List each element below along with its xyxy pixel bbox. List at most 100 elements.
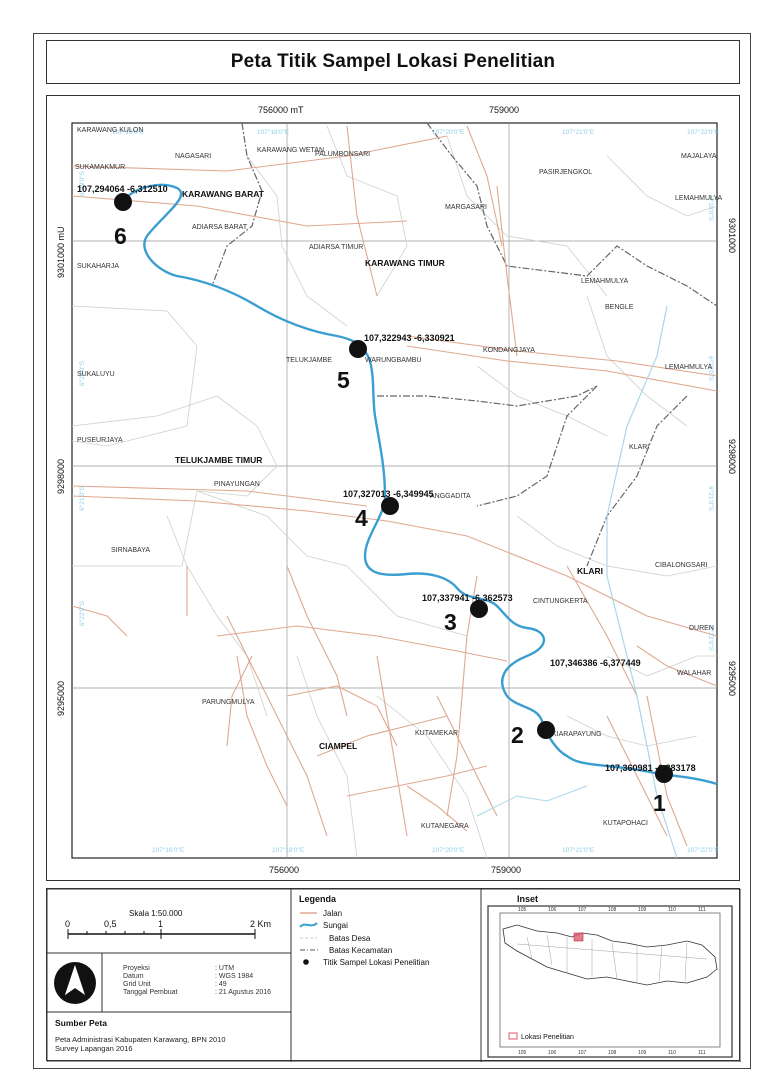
graticule-label: 107°20'0"E xyxy=(432,846,465,854)
grid-label-top: 756000 mT xyxy=(258,105,304,115)
source-line: Peta Administrasi Kabupaten Karawang, BP… xyxy=(55,1035,226,1044)
village-label: DUREN xyxy=(689,625,714,632)
utm-tick-labels: 756000 mT 759000 756000 759000 9301000 m… xyxy=(56,105,737,875)
village-label: SUKALUYU xyxy=(77,371,115,378)
graticule-label: 6°21'0"S xyxy=(707,486,715,512)
map-title: Peta Titik Sampel Lokasi Penelitian xyxy=(230,51,556,72)
inset-tick: 110 xyxy=(668,907,676,913)
graticule-label: 6°20'0"S xyxy=(78,360,86,386)
inset-legend-swatch xyxy=(508,1032,518,1040)
scale-tick-label: 0 xyxy=(65,919,70,929)
projection-value: : UTM xyxy=(215,965,234,972)
sample-marker xyxy=(655,765,673,783)
projection-info: Proyeksi : UTM Datum : WGS 1984 Grid Uni… xyxy=(123,965,271,996)
village-label: LEMAHMULYA xyxy=(675,195,723,202)
village-label: ADIARSA BARAT xyxy=(192,224,248,231)
sample-coordinate: 107,346386 -6,377449 xyxy=(550,658,641,668)
title-box: Peta Titik Sampel Lokasi Penelitian xyxy=(46,40,740,84)
kecamatan-boundaries xyxy=(211,122,718,567)
legend-item-river: Sungai xyxy=(299,921,348,930)
graticule-label: 6°20'0"S xyxy=(707,356,715,382)
grid-label-left: 9301000 mU xyxy=(56,226,66,278)
inset-study-area xyxy=(573,932,584,942)
graticule-label: 107°21'0"E xyxy=(562,128,595,136)
village-label: LEMAHMULYA xyxy=(581,278,629,285)
village-label: CINTUNGKERTA xyxy=(533,598,588,605)
legend-item-village-boundary: Batas Desa xyxy=(300,934,371,943)
projection-value: : 49 xyxy=(215,981,227,988)
inset-legend-label: Lokasi Penelitian xyxy=(521,1034,574,1041)
marginalia-svg: Skala 1:50.000 0 0,5 1 2 Km Proyeksi : U… xyxy=(46,888,742,1063)
village-label: MAJALAYA xyxy=(681,153,717,160)
graticule-label: 6°21'0"S xyxy=(78,485,86,511)
sample-marker xyxy=(114,193,132,211)
map-marginalia: Skala 1:50.000 0 0,5 1 2 Km Proyeksi : U… xyxy=(46,888,742,1063)
village-label: KARAWANG WETAN xyxy=(257,147,324,154)
sample-number: 1 xyxy=(653,790,666,816)
village-label: PUSEURJAYA xyxy=(77,437,123,444)
sample-point-2[interactable]: 107,346386 -6,377449 2 xyxy=(511,658,641,748)
village-label: KIARAPAYUNG xyxy=(552,731,602,738)
village-label: KLARI xyxy=(629,444,649,451)
sample-point-5[interactable]: 107,322943 -6,330921 5 xyxy=(337,333,455,393)
sample-coordinate: 107,294064 -6,312510 xyxy=(77,184,168,194)
legend-item-kecamatan-boundary: Batas Kecamatan xyxy=(300,946,392,955)
scale-label: Skala 1:50.000 xyxy=(129,909,183,918)
grid-label-right: 9295000 xyxy=(727,661,737,696)
projection-key: Proyeksi xyxy=(123,965,150,972)
graticule-label: 6°19'0"S xyxy=(78,170,86,196)
sample-point-4[interactable]: 107,327013 -6,349945 4 xyxy=(343,489,434,531)
sample-number: 3 xyxy=(444,609,457,635)
legend-item-road: Jalan xyxy=(300,909,342,918)
village-label: KUTAMEKAR xyxy=(415,730,458,737)
village-label: SUKAMAKMUR xyxy=(75,164,125,171)
village-label: TELUKJAMBE xyxy=(286,357,332,364)
scale-tick-label: 2 Km xyxy=(250,919,271,929)
district-label: TELUKJAMBE TIMUR xyxy=(175,455,262,465)
graticule-label: 6°19'0"S xyxy=(707,196,715,222)
sample-coordinate: 107,327013 -6,349945 xyxy=(343,489,434,499)
scale-tick-label: 1 xyxy=(158,919,163,929)
village-label: BENGLE xyxy=(605,304,634,311)
north-arrow-icon xyxy=(54,962,96,1004)
source-title: Sumber Peta xyxy=(55,1018,107,1028)
village-label: KARAWANG KULON xyxy=(77,127,143,134)
sample-point-6[interactable]: 107,294064 -6,312510 6 xyxy=(77,184,168,249)
main-map[interactable]: 107°16'0"E 107°18'0"E 107°20'0"E 107°21'… xyxy=(47,96,741,882)
inset-map: Inset 105 106 107 108 109 110 111 105 10… xyxy=(480,888,742,1063)
graticule-label: 107°16'0"E xyxy=(152,846,185,854)
legend-title: Legenda xyxy=(299,894,337,904)
village-label: NAGASARI xyxy=(175,153,211,160)
district-label: KARAWANG BARAT xyxy=(182,189,265,199)
grid-label-right: 9301000 xyxy=(727,218,737,253)
legend-label: Jalan xyxy=(323,909,342,918)
sample-coordinate: 107,360981 -6,383178 xyxy=(605,763,696,773)
scale-tick-label: 0,5 xyxy=(104,919,117,929)
map-sheet-border xyxy=(33,33,751,1069)
village-label: PALUMBONSARI xyxy=(315,151,370,158)
village-label: LEMAHMULYA xyxy=(665,364,713,371)
graticule-label: 107°18'0"E xyxy=(257,128,290,136)
district-label: KARAWANG TIMUR xyxy=(365,258,445,268)
inset-tick: 108 xyxy=(608,907,617,913)
inset-tick: 106 xyxy=(548,907,557,913)
sample-coordinate: 107,337941 -6,362573 xyxy=(422,593,513,603)
projection-key: Datum xyxy=(123,973,144,980)
legend-label: Titik Sampel Lokasi Penelitian xyxy=(323,958,429,967)
sample-number: 5 xyxy=(337,367,350,393)
secondary-river xyxy=(606,305,678,859)
sample-points: 107,294064 -6,312510 6 107,322943 -6,330… xyxy=(77,184,696,816)
legend-label: Batas Desa xyxy=(329,934,371,943)
sample-point-1[interactable]: 107,360981 -6,383178 1 xyxy=(605,763,696,816)
inset-title: Inset xyxy=(517,894,538,904)
inset-ticks: 105 106 107 108 109 110 111 105 106 107 … xyxy=(518,907,706,1056)
grid-label-left: 9295000 xyxy=(56,681,66,716)
village-labels: KARAWANG KULON NAGASARI KARAWANG WETAN P… xyxy=(75,127,723,830)
village-label: ANGGADITA xyxy=(430,493,471,500)
sample-number: 6 xyxy=(114,223,127,249)
village-label: WALAHAR xyxy=(677,670,711,677)
roads xyxy=(71,125,718,847)
sample-number: 4 xyxy=(355,505,368,531)
sample-point-3[interactable]: 107,337941 -6,362573 3 xyxy=(422,593,513,635)
graticule-label: 107°18'0"E xyxy=(272,846,305,854)
